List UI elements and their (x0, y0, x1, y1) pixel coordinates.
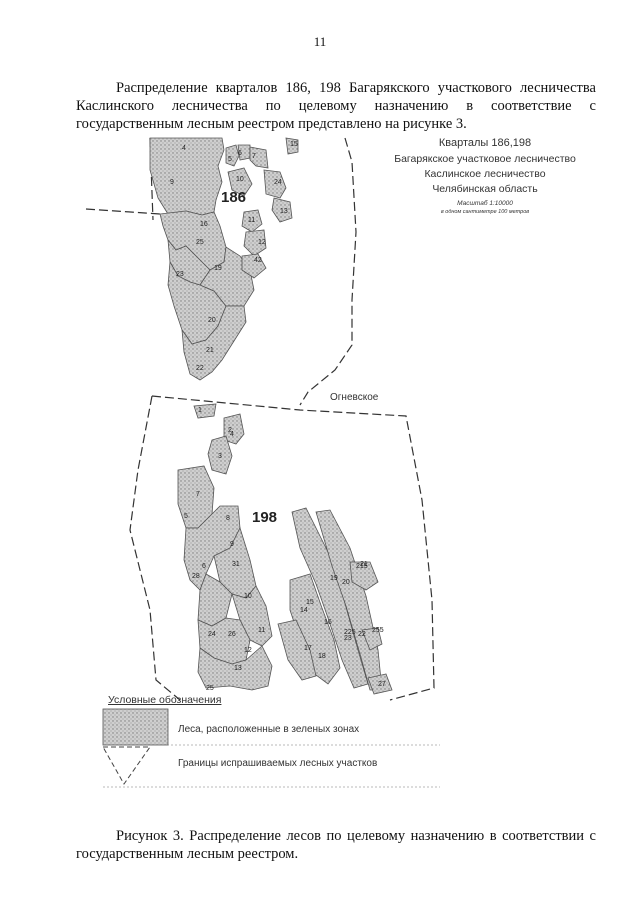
parcel-198-label: 5 (184, 513, 188, 520)
parcel-198-label: 1 (198, 407, 202, 414)
parcel-198-label: 19 (330, 575, 338, 582)
parcel-198-label: 3 (218, 453, 222, 460)
forest-186 (149, 137, 299, 381)
parcel-198-label: 2 (228, 427, 232, 434)
parcel-186-label: 12 (258, 239, 266, 246)
parcel-186-label: 22 (196, 365, 204, 372)
parcel-186-label: 20 (208, 317, 216, 324)
parcel-198-label: 14 (300, 607, 308, 614)
parcel-186-label: 42 (254, 257, 262, 264)
parcel-198-label: 20 (342, 579, 350, 586)
intro-paragraph: Распределение кварталов 186, 198 Багаряк… (76, 79, 596, 132)
page-number: 11 (313, 34, 327, 49)
boundary-198 (129, 395, 435, 701)
parcel-198-label: 17 (304, 645, 312, 652)
parcel-198-label: 27 (378, 681, 386, 688)
map-scale: Масштаб 1:10000 (457, 200, 513, 207)
parcel-198-label: 6 (202, 563, 206, 570)
parcel-198-label: 28 (192, 573, 200, 580)
parcel-198-label: 7 (196, 491, 200, 498)
quarter-198-label: 198 (252, 509, 278, 526)
parcel-186-label: 7 (252, 153, 256, 160)
village-label: Огневское (330, 392, 379, 403)
parcel-198-label: 22 (358, 631, 366, 638)
parcel-198-label: 21 (360, 561, 368, 568)
parcel-186-label: 4 (182, 145, 186, 152)
map-scale-note: в одном сантиметре 100 метров (440, 209, 530, 215)
parcel-186-label: 16 (200, 221, 208, 228)
parcel-198-label: 24 (208, 631, 216, 638)
figure-caption: Рисунок 3. Распределение лесов по целево… (76, 827, 596, 862)
parcel-186-label: 25 (196, 239, 204, 246)
parcel-186-label: 15 (290, 141, 298, 148)
parcel-198-label: 225 (344, 629, 356, 636)
legend-forest-swatch (102, 708, 169, 746)
parcel-186-label: 6 (238, 150, 242, 157)
parcel-198-label: 11 (258, 627, 265, 634)
parcel-186-label: 5 (228, 156, 232, 163)
parcel-198-label: 16 (324, 619, 332, 626)
parcel-198-label: 10 (244, 593, 252, 600)
parcel-186-label: 21 (206, 347, 214, 354)
parcel-198-label: 23 (344, 635, 352, 642)
parcel-198-label: 31 (232, 561, 240, 568)
parcel-198-label: 215 (356, 563, 368, 570)
parcel-198-label: 15 (306, 599, 314, 606)
parcel-198-label: 12 (244, 647, 252, 654)
parcel-198-label: 25 (206, 685, 214, 692)
parcel-186-label: 13 (280, 208, 288, 215)
parcel-198-label: 9 (230, 541, 234, 548)
parcel-198-label: 4 (230, 431, 234, 438)
map-title-line-1: Кварталы 186,198 (438, 137, 532, 149)
parcel-198-label: 13 (234, 665, 242, 672)
map-title-line-2: Багарякское участковое лесничество (394, 153, 576, 165)
parcel-198-label: 8 (226, 515, 230, 522)
legend-boundary-symbol (102, 746, 151, 785)
parcel-186-label: 10 (236, 176, 244, 183)
map-title-line-4: Челябинская область (432, 183, 538, 195)
legend-forest-label: Леса, расположенные в зеленых зонах (178, 724, 360, 735)
parcel-198-label: 255 (372, 627, 384, 634)
parcel-186-label: 23 (176, 271, 184, 278)
parcel-198-label: 18 (318, 653, 326, 660)
map-title-line-3: Каслинское лесничество (424, 168, 546, 180)
forest-198 (177, 403, 393, 695)
parcel-186-label: 9 (170, 179, 174, 186)
legend-title: Условные обозначения (108, 694, 222, 706)
parcel-198-label: 26 (228, 631, 236, 638)
parcel-186-label: 24 (274, 179, 282, 186)
parcel-186-label: 19 (214, 265, 222, 272)
parcel-186-label: 11 (248, 217, 255, 224)
legend-boundary-label: Границы испрашиваемых лесных участков (178, 758, 378, 769)
quarter-186-label: 186 (221, 189, 247, 206)
